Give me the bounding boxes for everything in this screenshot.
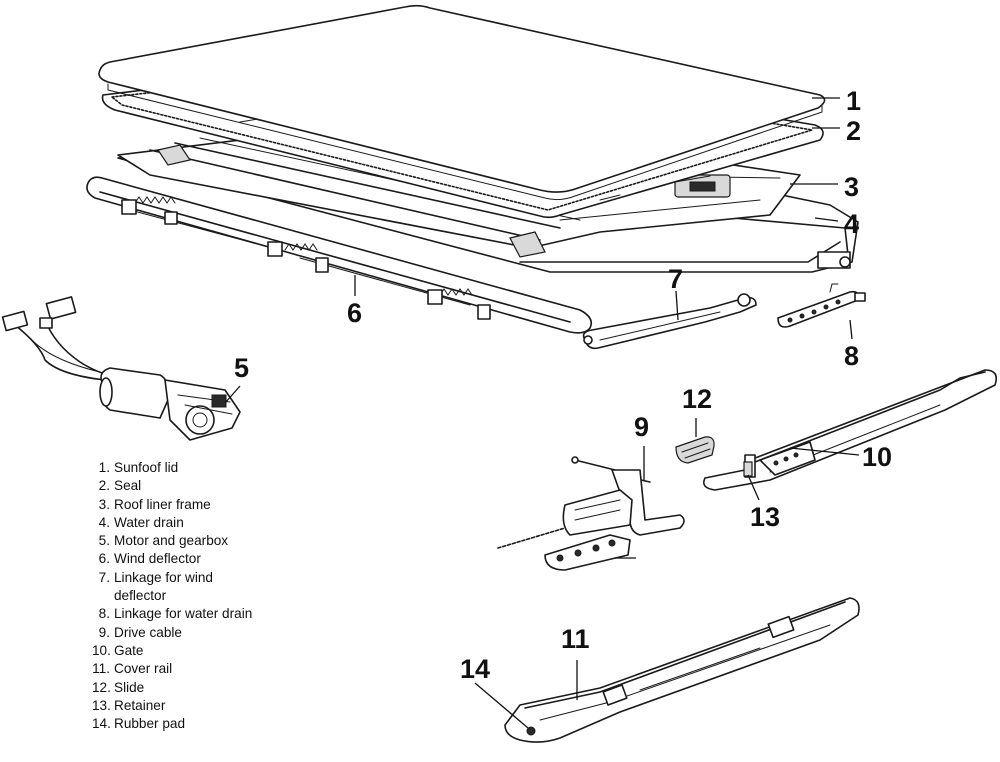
legend-item: 14.Rubber pad bbox=[92, 715, 264, 733]
callout-1: 1 bbox=[846, 86, 861, 116]
legend-item: 6.Wind deflector bbox=[92, 550, 264, 568]
legend-item-text: Water drain bbox=[114, 514, 184, 530]
legend-item-number: 8. bbox=[98, 606, 110, 622]
legend-item-number: 10. bbox=[92, 642, 111, 658]
callout-10: 10 bbox=[862, 442, 892, 472]
legend-item: 13.Retainer bbox=[92, 697, 264, 715]
callout-12: 12 bbox=[682, 384, 712, 414]
legend-item: 9.Drive cable bbox=[92, 624, 264, 642]
part-rubber-pad bbox=[526, 726, 536, 736]
callout-7: 7 bbox=[668, 264, 683, 294]
legend-item-text: Linkage for water drain bbox=[114, 606, 253, 622]
legend-item: 8.Linkage for water drain bbox=[92, 605, 264, 623]
callout-14: 14 bbox=[460, 654, 490, 684]
part-linkage-water-drain bbox=[777, 283, 866, 328]
callout-9: 9 bbox=[634, 412, 649, 442]
part-gate bbox=[702, 369, 998, 491]
legend-item-text: Roof liner frame bbox=[114, 496, 211, 512]
legend-item-text: Linkage for wind deflector bbox=[114, 569, 213, 604]
part-linkage-wind-deflector bbox=[582, 293, 757, 350]
callout-2: 2 bbox=[846, 116, 861, 146]
legend-item: 10.Gate bbox=[92, 642, 264, 660]
legend-item-number: 12. bbox=[92, 679, 111, 695]
callout-4: 4 bbox=[844, 209, 859, 239]
part-motor-gearbox bbox=[1, 296, 241, 441]
callout-3: 3 bbox=[844, 172, 859, 202]
parts-legend: 1.Sunfoof lid 2.Seal 3.Roof liner frame … bbox=[92, 459, 264, 733]
legend-item: 4.Water drain bbox=[92, 514, 264, 532]
legend-item: 12.Slide bbox=[92, 679, 264, 697]
legend-item-text: Rubber pad bbox=[114, 716, 186, 732]
legend-item-number: 11. bbox=[92, 661, 110, 677]
part-slide bbox=[675, 436, 715, 464]
callout-11: 11 bbox=[561, 624, 590, 654]
legend-item-text: Cover rail bbox=[114, 661, 173, 677]
legend-item: 5.Motor and gearbox bbox=[92, 532, 264, 550]
callout-6: 6 bbox=[347, 298, 362, 328]
legend-item-number: 2. bbox=[98, 478, 110, 494]
legend-item: 2.Seal bbox=[92, 477, 264, 495]
legend-item-number: 13. bbox=[92, 697, 111, 713]
legend-item-text: Motor and gearbox bbox=[114, 533, 229, 549]
part-drive-cable bbox=[497, 456, 685, 571]
legend-item-number: 7. bbox=[98, 569, 110, 585]
part-cover-rail bbox=[504, 597, 860, 743]
part-sunroof-lid bbox=[98, 4, 826, 201]
legend-item-number: 3. bbox=[98, 496, 110, 512]
legend-item-text: Wind deflector bbox=[114, 551, 201, 567]
legend-item: 7.Linkage for wind deflector bbox=[92, 569, 264, 606]
legend-item: 1. Sunfoof lid bbox=[92, 459, 264, 477]
legend-item-number: 14. bbox=[92, 716, 111, 732]
legend-item-text: Drive cable bbox=[114, 624, 182, 640]
legend-item-text: Sunfoof lid bbox=[114, 460, 179, 475]
callout-8: 8 bbox=[844, 341, 859, 371]
part-retainer bbox=[743, 461, 753, 477]
part-wind-deflector bbox=[86, 176, 593, 334]
legend-item: 11.Cover rail bbox=[92, 660, 264, 678]
legend-item: 3.Roof liner frame bbox=[92, 496, 264, 514]
legend-item-number: 9. bbox=[98, 624, 110, 640]
callout-5: 5 bbox=[234, 353, 249, 383]
leader-lines bbox=[224, 97, 860, 729]
legend-item-text: Slide bbox=[114, 679, 145, 695]
callout-13: 13 bbox=[750, 502, 780, 532]
callout-numbers: 1 2 3 4 5 6 7 8 9 10 11 12 13 14 bbox=[234, 86, 892, 684]
legend-item-number: 1. bbox=[98, 460, 110, 475]
legend-item-text: Retainer bbox=[114, 697, 166, 713]
legend-item-text: Seal bbox=[114, 478, 142, 494]
legend-item-number: 6. bbox=[98, 551, 110, 567]
legend-item-text: Gate bbox=[114, 642, 144, 658]
legend-item-number: 5. bbox=[98, 533, 110, 549]
legend-item-number: 4. bbox=[98, 514, 110, 530]
